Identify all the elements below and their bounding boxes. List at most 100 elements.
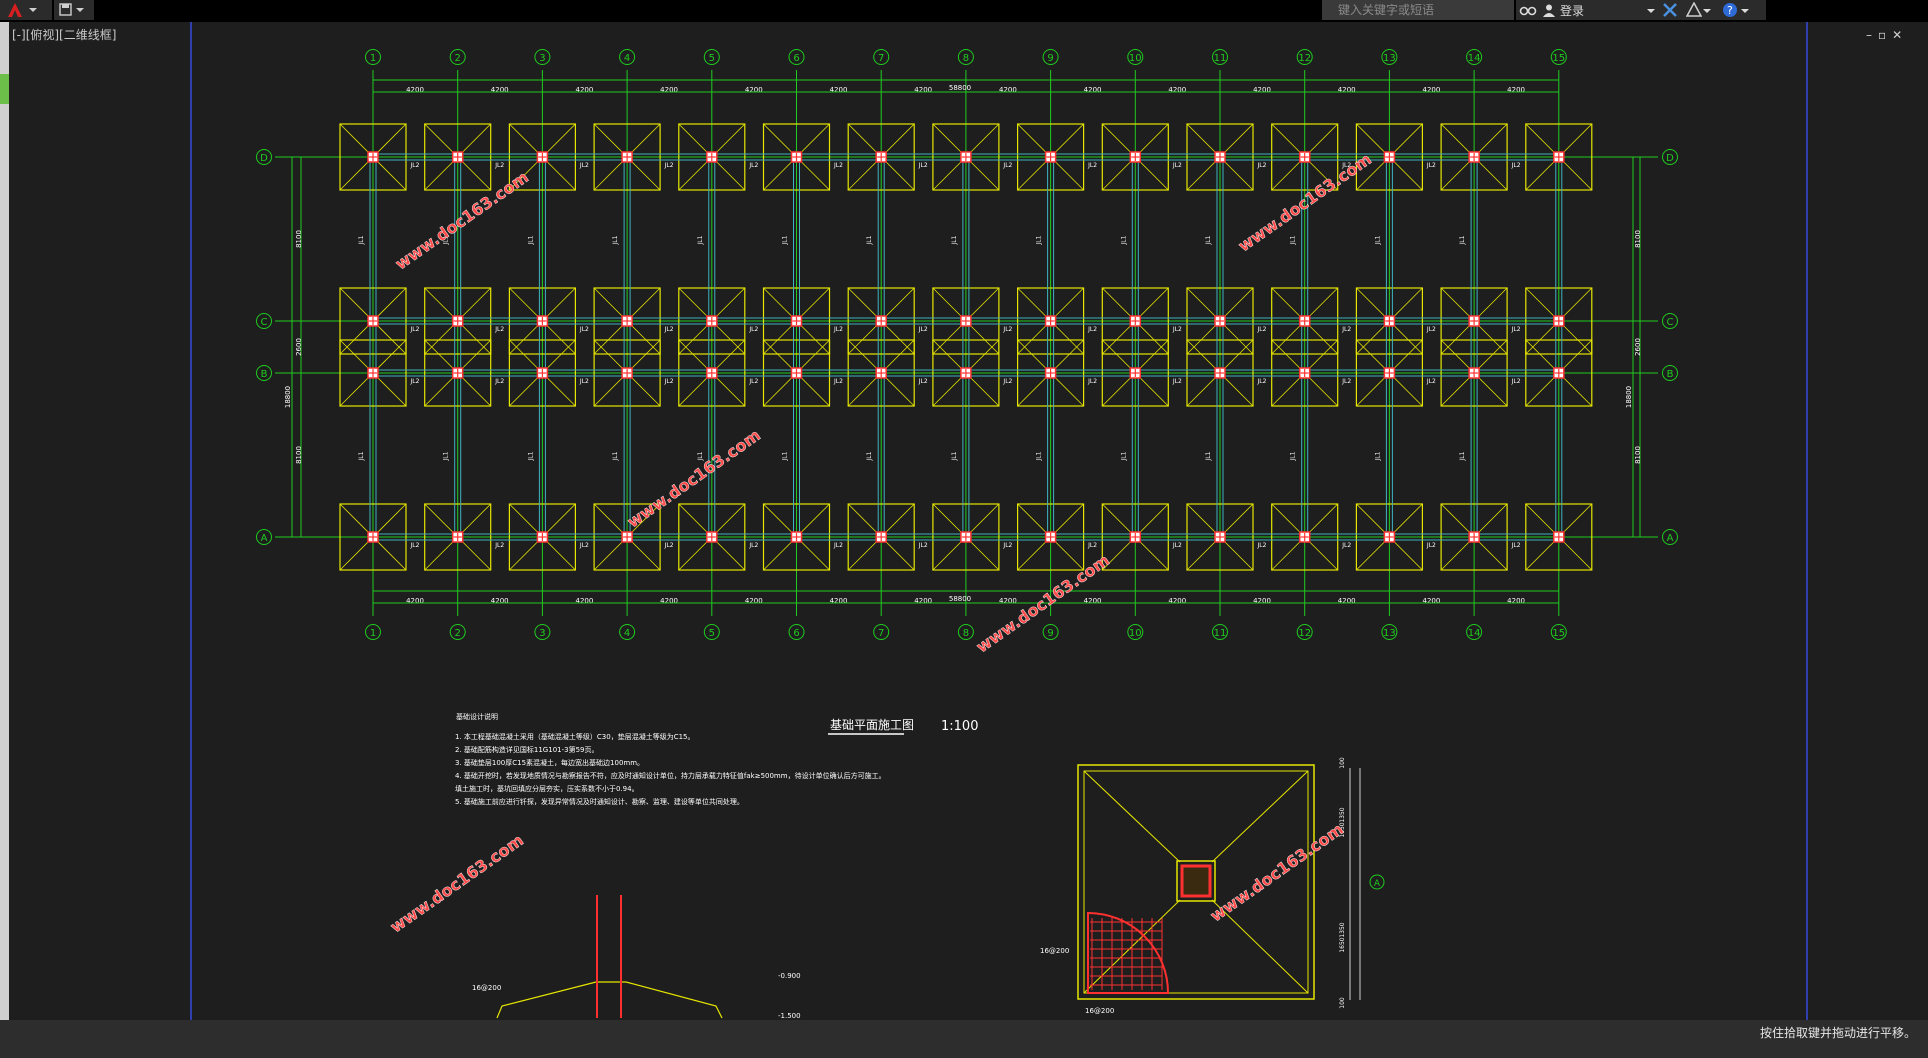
footing-B10 [1101,339,1169,407]
footing-A14 [1440,503,1508,571]
beam-label: JL2 [1341,326,1351,333]
beam-label-vertical: JL1 [1036,451,1043,461]
beam-label-vertical: JL1 [612,235,619,245]
beam-label: JL2 [1426,378,1436,385]
restore-icon[interactable]: ▫ [1878,28,1893,42]
footing-A8 [932,503,1000,571]
footing-A3 [508,503,576,571]
axis-number-15: 15 [1552,53,1565,64]
beam-label-vertical: JL1 [612,451,619,461]
status-bar [0,1020,1928,1058]
axis-number-15: 15 [1552,628,1565,639]
span-dimension: 4200 [575,597,593,605]
footing-A10 [1101,503,1169,571]
footing-A15 [1525,503,1593,571]
beam-label-vertical: JL1 [866,451,873,461]
exchange-icon[interactable] [1662,2,1678,18]
span-dimension: 4200 [660,597,678,605]
beam-label: JL2 [1172,162,1182,169]
overall-dimension: 58800 [949,84,971,92]
footing-B2 [424,339,492,407]
footing-D2 [424,123,492,191]
beam-label: JL2 [1257,326,1267,333]
beam-label: JL2 [664,378,674,385]
detail-rebar-zone [1087,911,1170,994]
beam-label-vertical: JL1 [358,451,365,461]
beam-label-vertical: JL1 [951,451,958,461]
window-controls[interactable]: –▫✕ [1866,28,1908,42]
beam-label-vertical: JL1 [1290,451,1297,461]
span-dimension: 4200 [1253,86,1271,94]
footing-D14 [1440,123,1508,191]
beam-label-vertical: JL1 [527,451,534,461]
footing-C11 [1186,287,1254,355]
footing-B7 [847,339,915,407]
login-button[interactable]: 登录 [1560,4,1585,18]
beam-label: JL2 [579,542,589,549]
beam-label-vertical: JL1 [782,235,789,245]
footing-D11 [1186,123,1254,191]
detail-diag [1083,770,1181,863]
axis-bubble-3 [534,49,551,65]
title-bar: 键入关键字或短语 登录 ? [0,0,1928,22]
a360-icon[interactable] [1686,2,1702,18]
axis-number-5: 5 [709,628,715,639]
axis-bubble-4 [619,624,636,640]
footing-D7 [847,123,915,191]
application-menu-button[interactable] [0,0,52,20]
watermark-5: www.doc163.com [387,830,527,936]
footing-B9 [1016,339,1085,407]
search-input[interactable]: 键入关键字或短语 [1322,0,1514,20]
beam-label: JL2 [1511,326,1521,333]
beam-label: JL2 [918,162,928,169]
beam-label: JL2 [748,326,758,333]
axis-bubble-10 [1127,49,1144,65]
axis-bubble-C [256,313,272,329]
span-dimension: 4200 [660,86,678,94]
axis-bubble-1 [365,624,381,640]
axis-bubble-5 [703,49,720,65]
axis-letter-A: A [1667,533,1674,544]
viewport-label[interactable]: [-][俯视][二维线框] [12,28,117,42]
footing-B15 [1525,339,1593,407]
beam-label: JL2 [579,326,589,333]
axis-number-11: 11 [1214,53,1227,64]
axis-number-10: 10 [1129,628,1142,639]
beam-label: JL2 [494,326,504,333]
chevron-down-icon[interactable] [1646,6,1656,16]
minimize-icon[interactable]: – [1866,28,1878,42]
axis-number-8: 8 [963,53,969,64]
binoculars-icon[interactable] [1516,0,1766,20]
footing-D4 [593,123,661,191]
watermark-1: www.doc163.com [392,167,532,273]
note-line-5: 填土施工时，基坑回填应分层夯实，压实系数不小于0.94。 [455,784,639,793]
axis-bubble-A [1662,529,1678,545]
span-dimension: 4200 [1338,86,1356,94]
overall-dimension: 58800 [949,595,971,603]
footing-D10 [1101,123,1169,191]
user-icon[interactable] [1542,3,1556,17]
help-icon[interactable]: ? [1722,2,1738,18]
axis-number-12: 12 [1298,628,1311,639]
axis-bubble-12 [1296,49,1313,65]
palette-tab[interactable] [0,74,9,104]
close-icon[interactable]: ✕ [1892,28,1909,42]
beam-label-vertical: JL1 [697,451,704,461]
beam-label: JL2 [1341,542,1351,549]
beam-label: JL2 [1002,162,1012,169]
detail-dimension: 1350 [1339,922,1346,937]
beam-label-vertical: JL1 [443,451,450,461]
chevron-down-icon-2[interactable] [1702,6,1712,16]
beam-label: JL2 [1511,378,1521,385]
span-dimension: 4200 [1253,597,1271,605]
footing-C14 [1440,287,1508,355]
left-palette-strip [0,22,9,1024]
chevron-down-icon-3[interactable] [1740,6,1750,16]
detail-diag [1211,770,1309,863]
quick-access-toolbar[interactable] [54,0,94,20]
beam-label: JL2 [494,162,504,169]
watermark-2: www.doc163.com [624,425,764,531]
span-dimension: 4200 [914,597,932,605]
